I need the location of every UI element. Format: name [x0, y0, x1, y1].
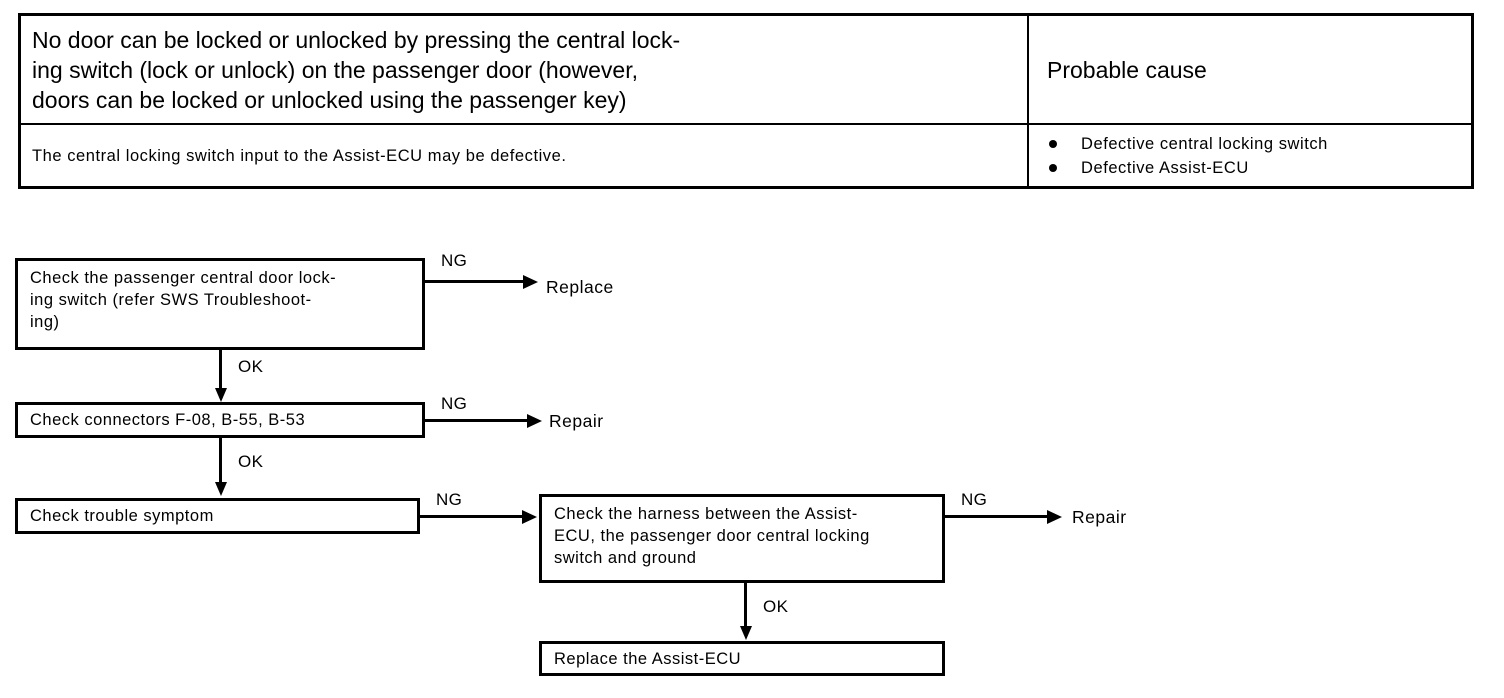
flow-box-text: Check connectors F-08, B-55, B-53	[30, 411, 306, 429]
flow-box-check-symptom: Check trouble symptom	[15, 498, 420, 534]
symptom-detail-cell: The central locking switch input to the …	[21, 125, 1029, 186]
terminal-repair-2: Repair	[1072, 507, 1127, 527]
edge-ok2-line	[219, 438, 222, 484]
list-item: Defective Assist-ECU	[1045, 156, 1328, 180]
edge-ok3-line	[744, 583, 747, 628]
flow-box-text: Check trouble symptom	[30, 507, 214, 525]
cause-label: Defective Assist-ECU	[1081, 158, 1249, 177]
edge-ng1-arrowhead	[523, 274, 538, 289]
edge-label-ng4: NG	[961, 490, 988, 509]
edge-label-ng3: NG	[436, 490, 463, 509]
edge-ng1-line	[425, 280, 529, 283]
symptom-cause-table: No door can be locked or unlocked by pre…	[18, 13, 1474, 189]
probable-cause-list-cell: Defective central locking switch Defecti…	[1029, 125, 1471, 186]
probable-cause-header-cell: Probable cause	[1029, 16, 1471, 123]
edge-label-ok2: OK	[238, 452, 264, 471]
flow-box-replace-ecu: Replace the Assist-ECU	[539, 641, 945, 676]
edge-ok1-arrowhead	[214, 388, 227, 402]
flow-box-text: Replace the Assist-ECU	[554, 649, 742, 668]
terminal-repair-1: Repair	[549, 411, 604, 431]
flow-box-check-harness: Check the harness between the Assist- EC…	[539, 494, 945, 583]
cause-label: Defective central locking switch	[1081, 134, 1328, 153]
edge-ok1-line	[219, 350, 222, 390]
symptom-detail-text: The central locking switch input to the …	[32, 146, 567, 165]
edge-ng3-arrowhead	[522, 509, 537, 524]
bullet-icon	[1049, 139, 1057, 148]
flow-box-text: Check the passenger central door lock- i…	[30, 269, 337, 331]
flow-box-text: Check the harness between the Assist- EC…	[554, 505, 870, 567]
flow-box-check-connectors: Check connectors F-08, B-55, B-53	[15, 402, 425, 438]
terminal-replace-1: Replace	[546, 277, 614, 297]
edge-ng3-line	[420, 515, 524, 518]
edge-ng4-arrowhead	[1047, 509, 1062, 524]
list-item: Defective central locking switch	[1045, 132, 1328, 156]
symptom-header-text: No door can be locked or unlocked by pre…	[32, 26, 681, 113]
edge-label-ng2: NG	[441, 394, 468, 413]
edge-ok2-arrowhead	[214, 482, 227, 496]
table-header-row: No door can be locked or unlocked by pre…	[21, 16, 1471, 125]
flow-box-check-switch: Check the passenger central door lock- i…	[15, 258, 425, 350]
edge-ok3-arrowhead	[739, 626, 752, 640]
symptom-header-cell: No door can be locked or unlocked by pre…	[21, 16, 1029, 123]
probable-cause-header-text: Probable cause	[1047, 56, 1207, 83]
edge-ng2-line	[425, 419, 533, 422]
edge-ng4-line	[945, 515, 1053, 518]
edge-ng2-arrowhead	[527, 413, 542, 428]
probable-cause-list: Defective central locking switch Defecti…	[1045, 132, 1328, 180]
edge-label-ng1: NG	[441, 251, 468, 270]
table-body-row: The central locking switch input to the …	[21, 125, 1471, 186]
bullet-icon	[1049, 163, 1057, 172]
edge-label-ok3: OK	[763, 597, 789, 616]
edge-label-ok1: OK	[238, 357, 264, 376]
